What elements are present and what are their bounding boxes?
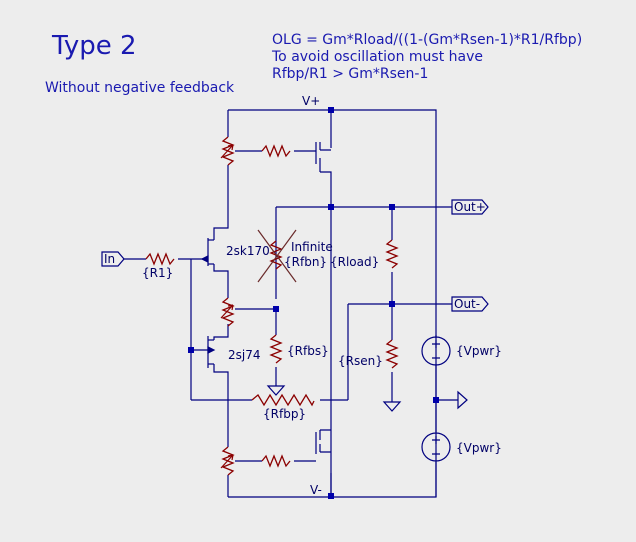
vpwr-top-label: {Vpwr} [456, 344, 502, 358]
q-2sk170-label: 2sk170 [226, 244, 270, 258]
equation-note: To avoid oscillation must have [272, 49, 484, 65]
rfbn-note-label: Infinite [291, 240, 333, 254]
ground-rfbs [266, 385, 286, 396]
junction-dot [328, 204, 334, 210]
page-subtitle: Without negative feedback [45, 80, 235, 96]
junction-dot [273, 306, 279, 312]
wires [122, 109, 458, 498]
resistor-bottom-feedback [261, 454, 291, 468]
r1-label: {R1} [142, 266, 173, 280]
resistor-rfbp [251, 393, 315, 407]
rfbs-label: {Rfbs} [287, 344, 329, 358]
rail-vplus-label: V+ [302, 94, 320, 108]
resistor-rsen [385, 339, 399, 369]
q-2sj74-label: 2sj74 [228, 348, 261, 362]
ports [101, 199, 489, 312]
resistor-r1 [145, 252, 175, 266]
potentiometer-arrows [220, 144, 234, 469]
voltage-sources [421, 336, 451, 462]
jfet-2sk170-symbol [200, 238, 214, 266]
port-outneg-label: Out- [454, 297, 480, 311]
equation-condition: Rfbp/R1 > Gm*Rsen-1 [272, 66, 429, 82]
ground-symbols [266, 385, 468, 412]
resistor-rfbs [269, 334, 283, 364]
rfbn-label: {Rfbn} [284, 255, 327, 269]
junction-dot [328, 493, 334, 499]
rail-vminus-label: V- [310, 483, 322, 497]
jfet-2sj74-symbol [207, 336, 216, 368]
junction-dot [433, 397, 439, 403]
resistors [145, 136, 399, 476]
junction-dots [188, 107, 439, 499]
junction-dot [328, 107, 334, 113]
rfbn-cross-mark [257, 229, 297, 283]
vpwr-top-symbol [421, 336, 451, 366]
port-outneg-shape [451, 296, 489, 312]
vpwr-bottom-symbol [421, 432, 451, 462]
port-in-shape [101, 251, 125, 267]
junction-dot [389, 204, 395, 210]
resistor-rload [385, 239, 399, 269]
potentiometer-mid [221, 297, 235, 327]
resistor-top-feedback [261, 144, 291, 158]
junction-dot [188, 347, 194, 353]
junction-dot [389, 301, 395, 307]
page-title: Type 2 [52, 31, 137, 61]
labels: V+ V- In Out+ Out- {R1} 2sk170 Infinite … [104, 94, 502, 497]
ground-supply [457, 390, 468, 410]
port-in-label: In [104, 252, 115, 266]
port-outpos-label: Out+ [454, 200, 486, 214]
rsen-label: {Rsen} [338, 354, 383, 368]
port-outpos-shape [451, 199, 489, 215]
vpwr-bottom-label: {Vpwr} [456, 441, 502, 455]
equation-block: OLG = Gm*Rload/((1-(Gm*Rsen-1)*R1/Rfbp) … [272, 32, 582, 83]
equation-olg: OLG = Gm*Rload/((1-(Gm*Rsen-1)*R1/Rfbp) [272, 32, 583, 48]
ground-rsen [382, 401, 402, 412]
rfbp-label: {Rfbp} [263, 407, 306, 421]
rload-label: {Rload} [330, 255, 379, 269]
